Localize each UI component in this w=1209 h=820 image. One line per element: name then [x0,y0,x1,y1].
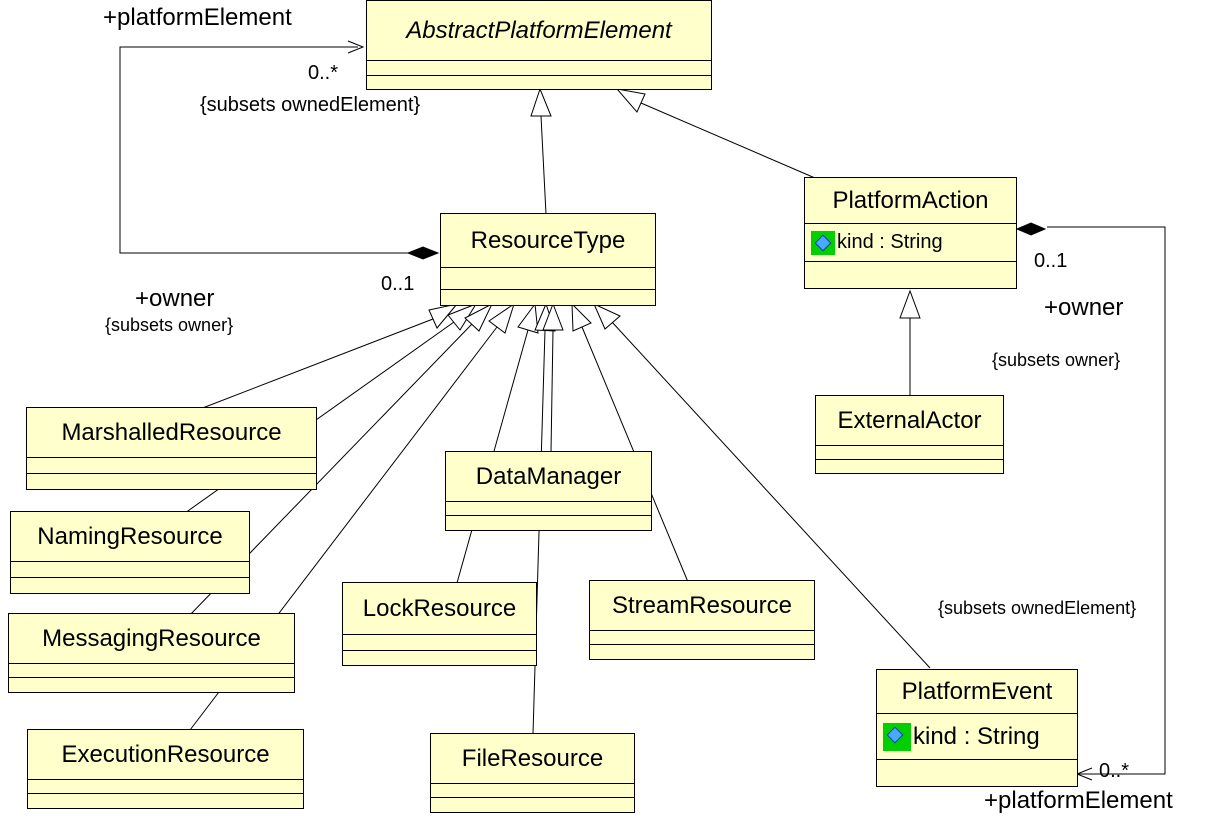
class-lock-resource[interactable]: LockResource [342,582,537,666]
generalization-line-resource-type [540,115,547,215]
class-attribute-row: kind : String [805,224,1016,262]
generalization-line-platform-action [640,102,816,179]
generalization-triangle-platform-event [593,302,621,330]
class-name: MarshalledResource [27,408,316,458]
multiplicity-label-left: 0..1 [381,273,415,295]
multiplicity-label-right: 0..1 [1034,250,1068,272]
class-attributes-compartment [343,635,536,651]
public-attribute-icon [811,230,835,255]
arrowhead-open-abstract [347,40,365,54]
class-file-resource[interactable]: FileResource [430,733,635,813]
generalization-triangle-platform-action [615,88,646,113]
class-attributes-compartment [446,502,651,516]
attribute-text: kind : String [913,722,1040,750]
class-name: LockResource [343,583,536,635]
association-action-event [1047,226,1166,775]
class-attributes-compartment [441,268,655,290]
class-stream-resource[interactable]: StreamResource [589,580,815,660]
class-name: NamingResource [11,512,249,562]
class-platform-action[interactable]: PlatformAction kind : String [804,177,1017,289]
attribute-text: kind : String [837,231,943,253]
class-naming-resource[interactable]: NamingResource [10,511,250,594]
class-abstract-platform-element[interactable]: AbstractPlatformElement [366,0,712,90]
role-label-platform-element-bottom: +platformElement [984,787,1173,814]
generalization-triangle-lock [517,302,539,334]
class-attributes-compartment [27,458,316,474]
role-label-owner-left: +owner [135,285,215,312]
class-name: AbstractPlatformElement [367,1,711,61]
generalization-triangle-resource-type [530,87,552,117]
class-external-actor[interactable]: ExternalActor [815,395,1004,474]
class-attributes-compartment [9,664,294,678]
public-attribute-icon [883,722,911,751]
constraint-label-subsets-owner-left: {subsets owner} [105,315,234,335]
multiplicity-label-bottom: 0..* [1099,760,1130,782]
class-attributes-compartment [816,446,1003,460]
class-data-manager[interactable]: DataManager [445,451,652,531]
multiplicity-label-top: 0..* [308,62,339,84]
class-resource-type[interactable]: ResourceType [440,213,656,306]
class-name: StreamResource [590,581,814,631]
class-attributes-compartment [28,780,303,794]
generalization-triangle-messaging [464,302,494,332]
association-resource-type-self [119,46,408,254]
class-name: FileResource [431,734,634,784]
generalization-triangle-marshalled [428,303,459,329]
generalization-line-file [532,329,546,735]
constraint-label-subsets-owned-top: {subsets ownedElement} [200,94,421,116]
generalization-line-marshalled [199,318,434,410]
generalization-triangle-execution [488,302,515,334]
class-platform-event[interactable]: PlatformEvent kind : String [876,669,1078,787]
generalization-line-data-manager [550,329,554,453]
class-attributes-compartment [590,631,814,645]
generalization-line-platform-event [611,321,931,669]
class-attributes-compartment [11,562,249,578]
class-attribute-row: kind : String [877,714,1077,760]
class-name: ExecutionResource [28,730,303,780]
class-name: DataManager [446,452,651,502]
constraint-label-subsets-owner-right: {subsets owner} [992,350,1121,370]
class-name: PlatformEvent [877,670,1077,714]
class-name: PlatformAction [805,178,1016,224]
generalization-triangle-stream [571,302,592,332]
class-name: ResourceType [441,214,655,268]
class-marshalled-resource[interactable]: MarshalledResource [26,407,317,490]
class-attributes-compartment [367,61,711,76]
class-messaging-resource[interactable]: MessagingResource [8,613,295,693]
class-name: ExternalActor [816,396,1003,446]
role-label-platform-element-top: +platformElement [103,4,292,31]
class-name: MessagingResource [9,614,294,664]
class-execution-resource[interactable]: ExecutionResource [27,729,304,809]
generalization-triangle-external-actor [899,289,921,319]
composition-diamond-platform-action [1015,222,1047,236]
class-attributes-compartment [431,784,634,798]
composition-diamond-resource-type [406,246,440,260]
generalization-triangle-data-manager [542,302,564,331]
constraint-label-subsets-owned-right: {subsets ownedElement} [938,598,1137,618]
role-label-owner-right: +owner [1044,294,1124,321]
